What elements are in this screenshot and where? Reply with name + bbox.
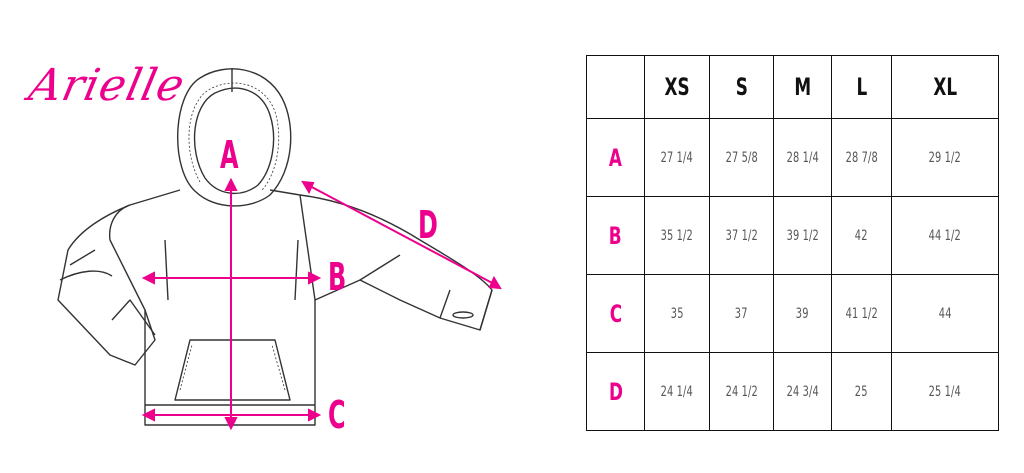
hood-outer xyxy=(177,68,292,207)
header-s: S xyxy=(709,55,774,119)
table-row: C 35 37 39 41 1/2 44 xyxy=(586,274,999,353)
row-label-c: C xyxy=(586,274,645,353)
hoodie-body xyxy=(108,189,316,426)
table-cell: 44 1/2 xyxy=(891,196,999,275)
table-row: D 24 1/4 24 1/2 24 3/4 25 25 1/4 xyxy=(586,352,999,431)
header-xs: XS xyxy=(644,55,710,119)
table-cell: 24 1/2 xyxy=(709,352,774,431)
table-cell: 37 xyxy=(709,274,774,353)
table-cell: 41 1/2 xyxy=(831,274,892,353)
dimension-label-a: A xyxy=(220,133,239,177)
header-xl: XL xyxy=(891,55,999,119)
hood-opening xyxy=(193,87,275,195)
hoodie-illustration xyxy=(57,68,502,431)
dimension-label-b: B xyxy=(328,255,347,299)
table-cell: 24 3/4 xyxy=(773,352,832,431)
hoodie-diagram xyxy=(57,68,502,431)
table-cell: 35 1/2 xyxy=(644,196,710,275)
row-label-b: B xyxy=(586,196,645,275)
size-chart-table: XS S M L XL A 27 1/4 27 5/8 28 1/4 28 7/… xyxy=(586,55,999,431)
table-cell: 42 xyxy=(831,196,892,275)
table-cell: 24 1/4 xyxy=(644,352,710,431)
row-label-a: A xyxy=(586,118,645,197)
left-sleeve xyxy=(57,204,156,366)
table-row: A 27 1/4 27 5/8 28 1/4 28 7/8 29 1/2 xyxy=(586,118,999,197)
dimension-label-d: D xyxy=(418,203,438,247)
table-cell: 29 1/2 xyxy=(891,118,999,197)
pocket xyxy=(174,339,291,401)
header-corner xyxy=(586,55,645,119)
table-row: B 35 1/2 37 1/2 39 1/2 42 44 1/2 xyxy=(586,196,999,275)
table-cell: 39 1/2 xyxy=(773,196,832,275)
row-label-d: D xyxy=(586,352,645,431)
table-cell: 39 xyxy=(773,274,832,353)
dimension-label-c: C xyxy=(328,393,346,437)
table-cell: 28 7/8 xyxy=(831,118,892,197)
table-cell: 25 xyxy=(831,352,892,431)
table-cell: 27 5/8 xyxy=(709,118,774,197)
table-cell: 28 1/4 xyxy=(773,118,832,197)
table-cell: 35 xyxy=(644,274,710,353)
table-cell: 37 1/2 xyxy=(709,196,774,275)
table-header-row: XS S M L XL xyxy=(586,55,999,119)
header-m: M xyxy=(773,55,832,119)
table-cell: 25 1/4 xyxy=(891,352,999,431)
measure-d-line xyxy=(307,184,497,286)
table-cell: 44 xyxy=(891,274,999,353)
table-cell: 27 1/4 xyxy=(644,118,710,197)
header-l: L xyxy=(831,55,892,119)
brand-logo: Arielle xyxy=(24,60,190,111)
